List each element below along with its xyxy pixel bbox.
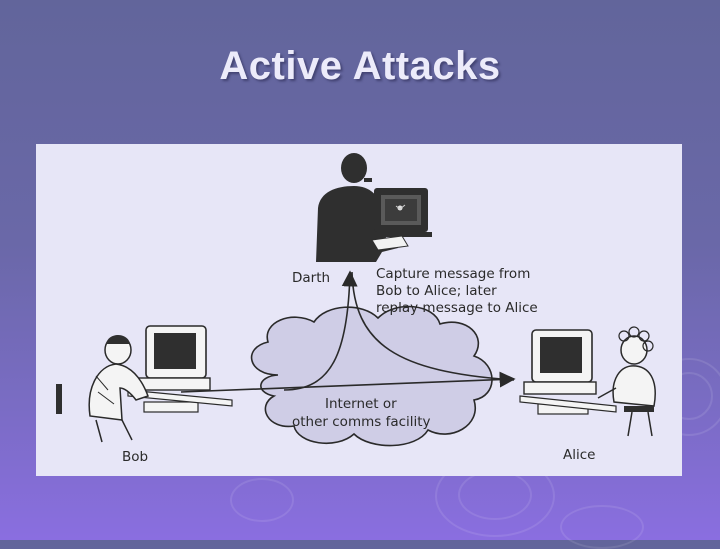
- alice-figure: [519, 326, 656, 437]
- slide-title: Active Attacks: [219, 44, 501, 88]
- bob-to-alice-arrow: [180, 371, 516, 393]
- active-attack-diagram: Darth Capture message from Bob to Alice;…: [36, 144, 682, 476]
- decorative-ripple: [560, 505, 644, 549]
- darth-attacker-figure: [316, 153, 432, 262]
- replay-path-arrow: [351, 271, 515, 381]
- bob-label: Bob: [122, 449, 149, 465]
- darth-label: Darth: [292, 270, 331, 286]
- attack-annotation-line: Capture message from: [376, 266, 531, 282]
- network-label-line: Internet or: [325, 396, 397, 412]
- attack-annotation-line: Bob to Alice; later: [376, 283, 497, 299]
- capture-path-arrow: [283, 270, 358, 391]
- network-label-line: other comms facility: [292, 414, 431, 430]
- diagram-illustration: [56, 153, 656, 447]
- alice-label: Alice: [563, 447, 596, 463]
- decorative-ripple: [230, 478, 294, 522]
- network-cloud: [250, 305, 493, 447]
- bob-figure: [56, 325, 233, 443]
- attack-annotation-line: replay message to Alice: [376, 300, 538, 316]
